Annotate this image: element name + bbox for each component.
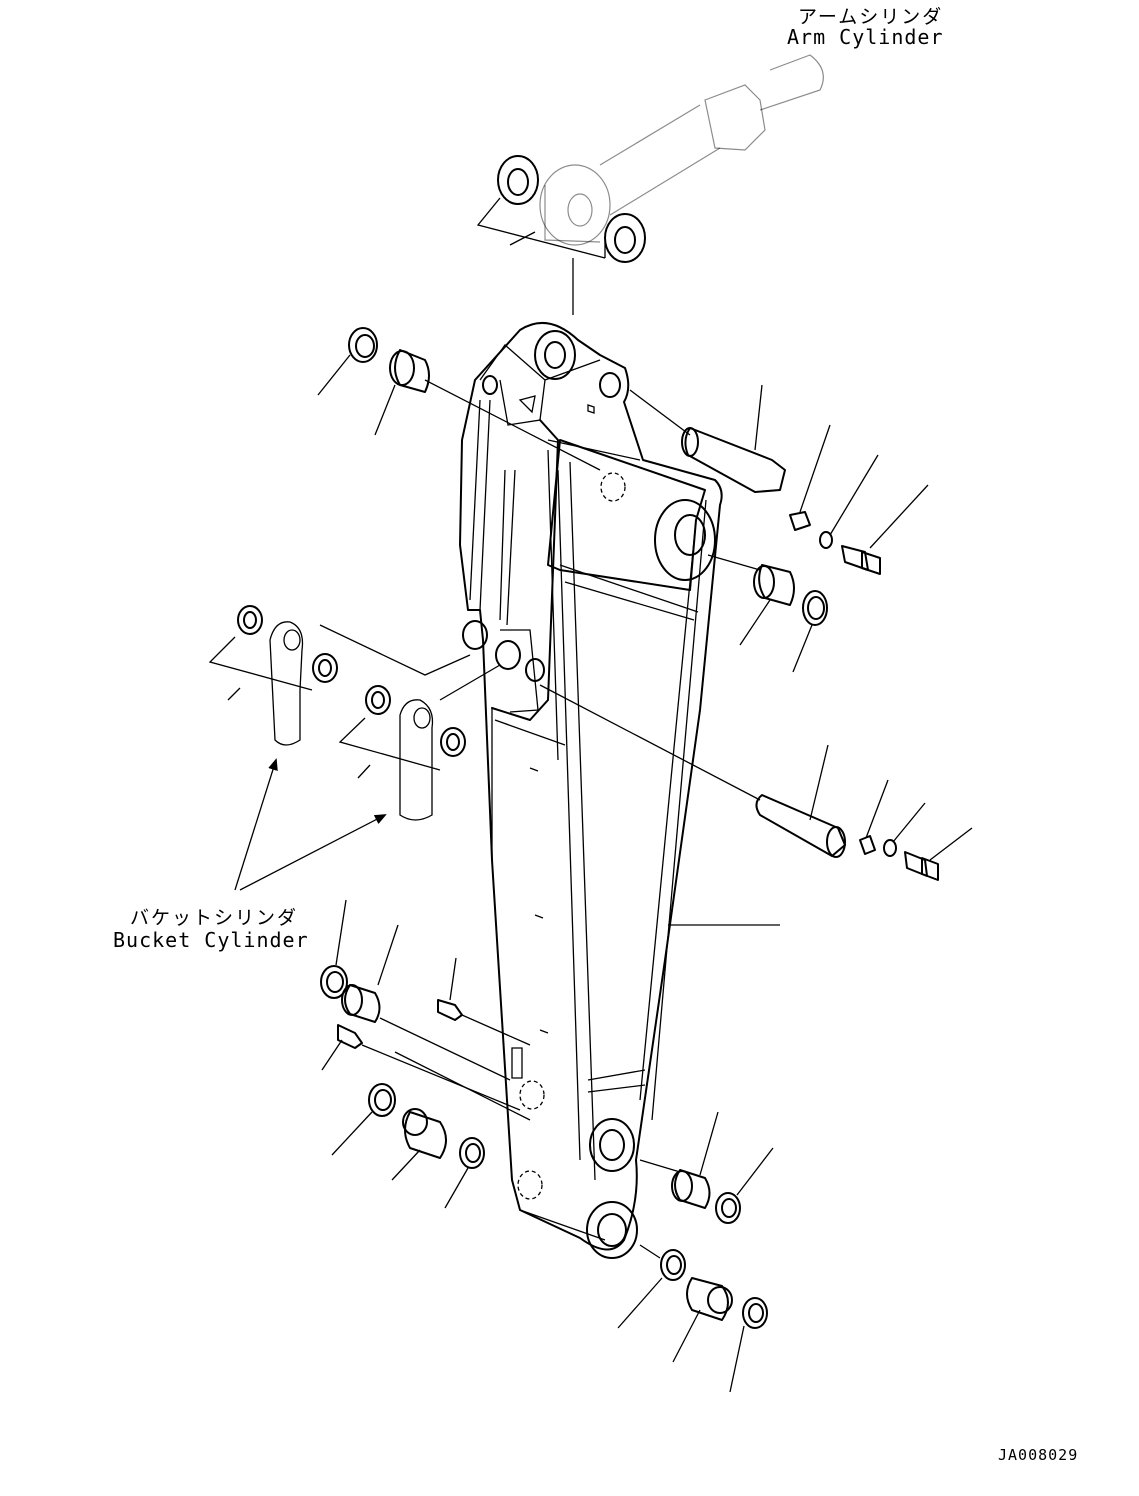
arm-cylinder-label-ja: アームシリンダ bbox=[798, 6, 944, 28]
lower-left-parts bbox=[320, 899, 531, 1209]
bucket-cylinder-arrow-right bbox=[239, 814, 387, 891]
bucket-cylinder-right bbox=[338, 664, 501, 821]
top-pin-assembly bbox=[629, 384, 929, 575]
arm-cylinder-washers bbox=[476, 155, 646, 315]
arm-cylinder bbox=[539, 54, 824, 246]
lower-right-parts bbox=[617, 1111, 774, 1393]
bucket-cylinder-label-ja: バケットシリンダ bbox=[130, 907, 299, 929]
arm-cylinder-label-en: Arm Cylinder bbox=[787, 25, 944, 49]
bucket-cylinder-left bbox=[208, 605, 471, 746]
bucket-cylinder-arrow-left bbox=[234, 758, 278, 891]
top-left-seal-and-bushing bbox=[317, 327, 601, 471]
arm-body bbox=[459, 322, 723, 1259]
bucket-cylinder-label-en: Bucket Cylinder bbox=[113, 928, 309, 952]
right-bushing-and-seal bbox=[707, 554, 828, 673]
drawing-code: JA008029 bbox=[998, 1446, 1079, 1464]
middle-pin-assembly bbox=[539, 684, 973, 881]
